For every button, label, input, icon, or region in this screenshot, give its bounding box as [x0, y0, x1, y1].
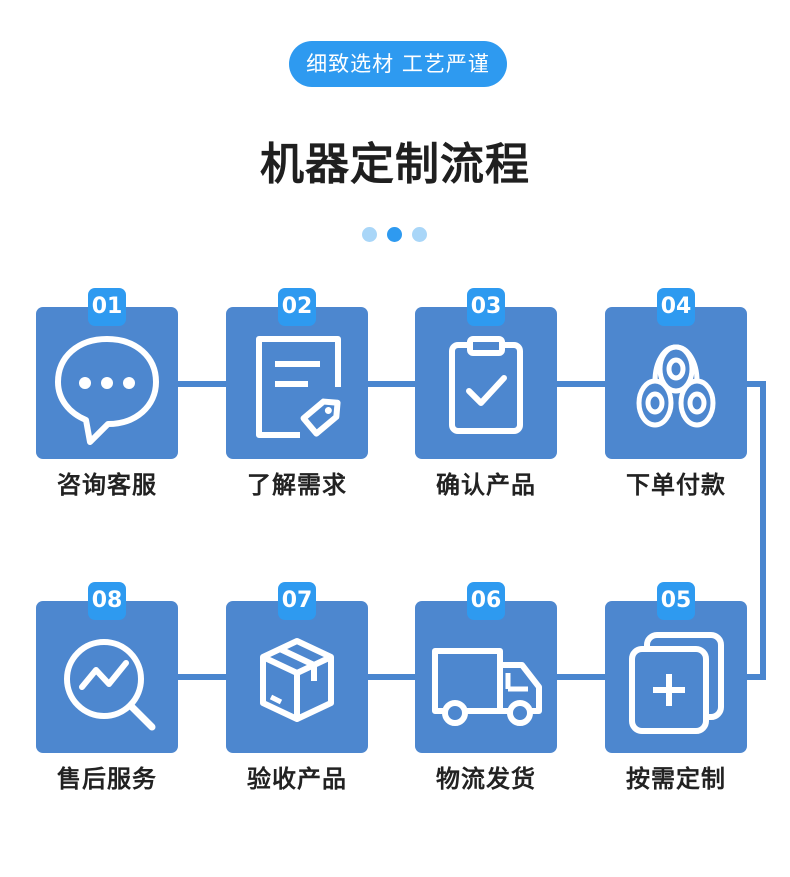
connector-line — [178, 674, 226, 680]
step-label: 按需定制 — [626, 765, 726, 793]
step-label: 下单付款 — [626, 471, 726, 499]
step-number-badge: 07 — [278, 582, 316, 620]
step-number-badge: 05 — [657, 582, 695, 620]
indicator-dot-2 — [387, 227, 402, 242]
delivery-truck-icon — [432, 648, 542, 726]
step-number-badge: 04 — [657, 288, 695, 326]
connector-line — [368, 674, 416, 680]
step-label: 售后服务 — [57, 765, 157, 793]
document-tag-icon — [256, 336, 341, 438]
tagline-pill: 细致选材 工艺严谨 — [289, 41, 507, 87]
step-card-05 — [605, 601, 747, 753]
chat-bubble-icon — [55, 336, 159, 445]
connector-line — [557, 381, 605, 387]
step-number-badge: 06 — [467, 582, 505, 620]
step-number-badge: 01 — [88, 288, 126, 326]
step-label: 了解需求 — [247, 471, 347, 499]
connector-line — [368, 381, 416, 387]
step-label: 咨询客服 — [57, 471, 157, 499]
indicator-dot-1 — [362, 227, 377, 242]
connector-line — [178, 381, 226, 387]
step-number-badge: 03 — [467, 288, 505, 326]
step-label: 验收产品 — [247, 765, 347, 793]
connector-line — [557, 674, 605, 680]
coin-stack-icon — [636, 344, 716, 428]
connector-line — [747, 381, 766, 387]
step-card-04 — [605, 307, 747, 459]
step-card-02 — [226, 307, 368, 459]
step-card-01 — [36, 307, 178, 459]
connector-line — [760, 381, 766, 680]
step-number-badge: 02 — [278, 288, 316, 326]
step-card-03 — [415, 307, 557, 459]
step-number-badge: 08 — [88, 582, 126, 620]
step-card-08 — [36, 601, 178, 753]
package-box-icon — [260, 638, 334, 722]
add-layers-icon — [629, 632, 724, 734]
step-card-07 — [226, 601, 368, 753]
step-card-06 — [415, 601, 557, 753]
clipboard-check-icon — [449, 336, 523, 434]
connector-line — [747, 674, 766, 680]
page-title: 机器定制流程 — [260, 139, 530, 190]
indicator-dot-3 — [412, 227, 427, 242]
step-label: 确认产品 — [436, 471, 536, 499]
trend-magnifier-icon — [64, 639, 156, 731]
step-label: 物流发货 — [436, 765, 536, 793]
